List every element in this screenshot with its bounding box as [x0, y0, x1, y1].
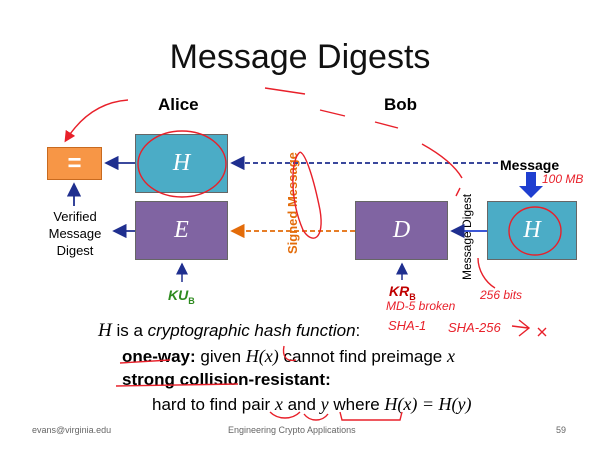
one-way-hx: H(x): [245, 346, 279, 366]
pair-equation: H(x) = H(y): [384, 394, 472, 414]
footer-page-number: 59: [556, 425, 567, 435]
annotation-md5: MD-5 broken: [386, 299, 456, 313]
annotation-bits: 256 bits: [480, 288, 523, 302]
pen-annotations: [64, 87, 562, 421]
message-label: Message: [500, 157, 560, 173]
pair-line: hard to find pair x and y where H(x) = H…: [152, 394, 472, 415]
ku-main: KU: [168, 287, 189, 303]
verified-line-2: Message: [48, 226, 102, 241]
pair-where: where: [328, 395, 385, 414]
bob-label: Bob: [384, 95, 418, 114]
def-term: cryptographic hash function: [147, 321, 356, 340]
equals-comparator-box: =: [47, 147, 102, 180]
hash-symbol-bob: H: [523, 217, 541, 243]
annotation-sha1: SHA-1: [388, 318, 427, 333]
def-colon: :: [355, 321, 361, 340]
pair-x: x: [274, 394, 283, 414]
def-hash-symbol: H: [98, 320, 112, 341]
one-way-x: x: [446, 346, 455, 366]
message-input-arrow: [519, 172, 543, 198]
footer-email: evans@virginia.edu: [32, 425, 112, 435]
ku-sub: B: [188, 295, 195, 306]
verified-line-3: Digest: [56, 243, 94, 258]
verified-line-1: Verified: [53, 209, 97, 224]
annotation-size: 100 MB: [542, 172, 584, 186]
hash-function-box-bob: H: [487, 201, 577, 260]
alice-label: Alice: [158, 95, 199, 114]
kr-sub: B: [409, 291, 416, 302]
decrypt-box: D: [355, 201, 448, 260]
hash-symbol-alice: H: [172, 150, 191, 176]
public-key-label: KUB: [168, 287, 195, 306]
verified-digest-label: Verified Message Digest: [40, 208, 110, 259]
pair-text: hard to find pair: [152, 395, 275, 414]
pair-and: and: [282, 395, 321, 414]
equals-symbol: =: [67, 149, 82, 177]
annotation-sha256: SHA-256: [448, 320, 501, 335]
encrypt-symbol: E: [174, 217, 189, 243]
decrypt-symbol: D: [392, 217, 411, 243]
hash-function-box-alice: H: [135, 134, 228, 193]
page-title: Message Digests: [169, 38, 431, 76]
definition-line: H is a cryptographic hash function:: [98, 320, 360, 342]
footer-course: Engineering Crypto Applications: [228, 425, 356, 435]
strong-collision-label: strong collision-resistant:: [122, 370, 331, 389]
pair-y: y: [320, 394, 329, 414]
encrypt-box: E: [135, 201, 228, 260]
def-is: is a: [111, 321, 148, 340]
kr-main: KR: [389, 283, 410, 299]
one-way-rest: cannot find preimage: [278, 347, 447, 366]
one-way-given: given: [195, 347, 246, 366]
private-key-label: KRB: [389, 283, 416, 302]
